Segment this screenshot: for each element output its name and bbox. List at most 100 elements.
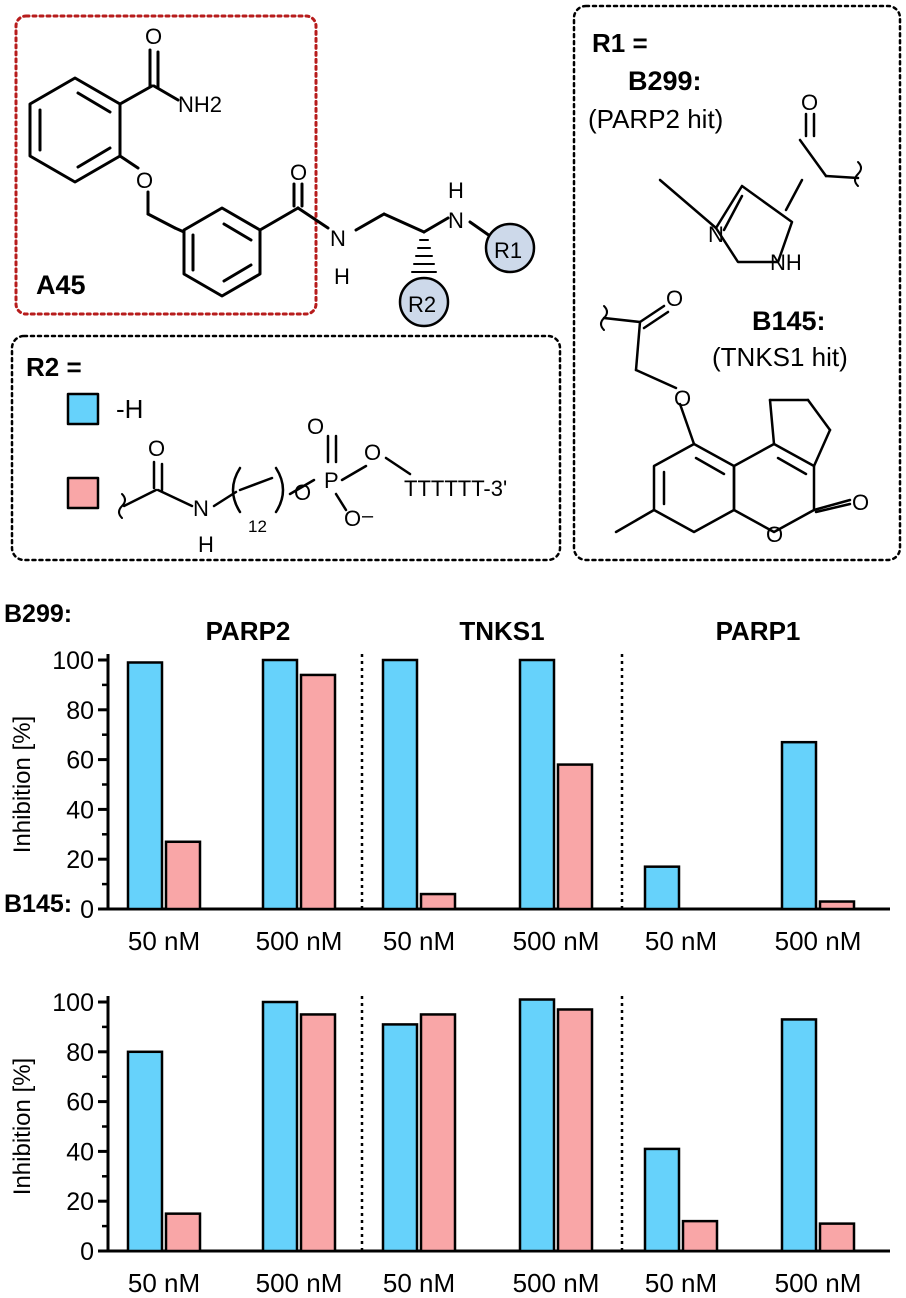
x-category-label: 50 nM	[128, 1268, 200, 1298]
svg-text:H: H	[198, 532, 214, 557]
svg-text:O: O	[766, 522, 783, 547]
structure-bound-text: NH2 N A45 R1 R2 R1 = B299: (PARP2 hit) N…	[26, 28, 848, 536]
y-tick-label: 20	[66, 846, 94, 874]
bar	[780, 740, 818, 911]
x-category-label: 500 nM	[513, 926, 600, 956]
legend-swatch-pink	[66, 476, 100, 510]
x-category-label: 50 nM	[128, 926, 200, 956]
bar	[419, 892, 457, 911]
r2-circle	[398, 276, 450, 328]
bar	[419, 1013, 457, 1253]
pyrazole-ring	[714, 184, 794, 264]
enzyme-label: PARP1	[716, 616, 801, 646]
legend-swatch-blue	[66, 392, 100, 426]
svg-text:H: H	[334, 264, 350, 289]
bar	[643, 1147, 681, 1253]
y-tick-label: 60	[66, 747, 94, 775]
r1-box	[572, 4, 902, 562]
svg-text:O: O	[666, 286, 683, 311]
x-category-label: 500 nM	[256, 926, 343, 956]
svg-text:O: O	[307, 414, 324, 439]
oligo-sequence: TTTTTT-3'	[404, 476, 507, 501]
svg-text:O: O	[674, 386, 691, 411]
bar	[299, 1013, 337, 1253]
svg-text:H: H	[448, 178, 464, 203]
phosphate-p: P	[324, 468, 339, 493]
svg-text:O: O	[145, 24, 162, 49]
svg-text:O: O	[801, 90, 818, 115]
benzamide-ring	[28, 76, 122, 184]
panel-label: B145:	[4, 890, 72, 918]
y-tick-label: 0	[80, 896, 94, 924]
nh-nitrogen: N	[448, 208, 464, 233]
y-tick-label: 20	[66, 1188, 94, 1216]
svg-text:N: N	[193, 496, 209, 521]
svg-text:O: O	[294, 480, 311, 505]
y-tick-label: 60	[66, 1089, 94, 1117]
svg-text:O: O	[852, 490, 869, 515]
bar	[164, 1212, 202, 1253]
x-category-label: 50 nM	[383, 926, 455, 956]
bar	[261, 658, 299, 911]
y-tick-label: 80	[66, 1039, 94, 1067]
bar	[381, 658, 419, 911]
x-category-label: 500 nM	[513, 1268, 600, 1298]
central-ring	[182, 206, 262, 298]
r2-heading: R2 =	[26, 352, 82, 382]
x-category-label: 500 nM	[775, 926, 862, 956]
svg-text:O: O	[364, 440, 381, 465]
structure-labels: O O O N H H O O O O O O N H O O O O	[136, 24, 869, 557]
r1-heading: R1 =	[592, 28, 648, 58]
y-tick-label: 40	[66, 1138, 94, 1166]
bar	[556, 763, 594, 911]
y-tick-label: 100	[52, 989, 94, 1017]
svg-text:O: O	[136, 168, 153, 193]
amide-nh2: NH2	[178, 92, 222, 117]
bar	[126, 1050, 164, 1253]
panel-label: B299:	[4, 600, 72, 628]
scaffold-box	[14, 14, 318, 316]
y-tick-label: 0	[80, 1238, 94, 1266]
x-category-label: 50 nM	[383, 1268, 455, 1298]
r2-label: R2	[408, 292, 436, 317]
bar	[164, 840, 202, 911]
r1-label: R1	[494, 238, 522, 263]
x-category-label: 50 nM	[645, 926, 717, 956]
y-tick-label: 80	[66, 697, 94, 725]
bar	[299, 673, 337, 911]
y-tick-label: 40	[66, 796, 94, 824]
bar	[681, 1219, 719, 1253]
enzyme-label: TNKS1	[459, 616, 544, 646]
scaffold-label: A45	[36, 270, 86, 300]
bar	[780, 1018, 818, 1253]
y-axis-label: Inhibition [%]	[9, 1058, 36, 1195]
coumarin-ring-b	[732, 442, 816, 534]
r2-box	[10, 334, 562, 562]
bar	[381, 1023, 419, 1253]
y-axis-label: Inhibition [%]	[9, 716, 36, 853]
x-category-label: 50 nM	[645, 1268, 717, 1298]
bar	[818, 1222, 856, 1253]
linker-repeat: 12	[248, 517, 267, 536]
pyrazole-n: N	[708, 222, 724, 247]
r2-option-h: -H	[116, 394, 143, 424]
bar	[556, 1008, 594, 1253]
svg-text:N: N	[330, 226, 346, 251]
bar	[818, 900, 856, 911]
x-category-label: 500 nM	[775, 1268, 862, 1298]
b145-hit: (TNKS1 hit)	[712, 342, 848, 372]
svg-text:O: O	[290, 160, 307, 185]
b299-name: B299:	[628, 66, 702, 96]
bar	[126, 661, 164, 911]
y-tick-label: 100	[52, 647, 94, 675]
bar	[518, 998, 556, 1253]
bar	[518, 658, 556, 911]
x-category-label: 500 nM	[256, 1268, 343, 1298]
coumarin-ring-a	[652, 442, 736, 534]
enzyme-label: PARP2	[206, 616, 291, 646]
b145-name: B145:	[752, 306, 826, 336]
r1-circle	[484, 222, 536, 274]
bar	[261, 1000, 299, 1253]
b299-hit: (PARP2 hit)	[588, 104, 723, 134]
